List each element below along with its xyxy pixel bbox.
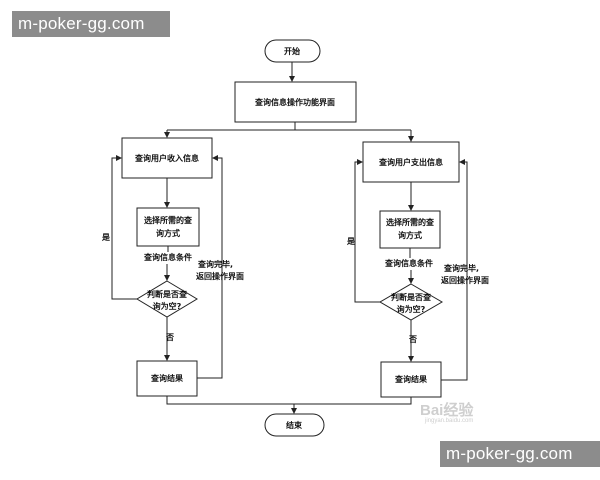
watermark-top: m-poker-gg.com (12, 11, 170, 37)
income-node: 查询用户收入信息 (121, 137, 213, 179)
judge-left-line2: 询为空? (153, 301, 182, 311)
back-left-line2: 返回操作界面 (196, 271, 244, 281)
edge-back-right (441, 159, 468, 381)
start-label: 开始 (284, 46, 300, 56)
start-node: 开始 (264, 39, 321, 63)
result-right-label: 查询结果 (395, 374, 427, 384)
result-left-node: 查询结果 (136, 360, 198, 397)
income-label: 查询用户收入信息 (135, 153, 199, 163)
expense-label: 查询用户支出信息 (379, 157, 443, 167)
menu-label: 查询信息操作功能界面 (255, 97, 335, 107)
no-right-label: 否 (408, 335, 417, 344)
edge-yes-loop-left (111, 155, 137, 300)
menu-node: 查询信息操作功能界面 (234, 81, 357, 123)
judge-right-node: 判断是否查 询为空? (379, 283, 443, 321)
judge-right-line1: 判断是否查 (391, 292, 432, 302)
edge-back-left (197, 155, 223, 379)
result-right-node: 查询结果 (380, 361, 442, 398)
back-right-line2: 返回操作界面 (441, 275, 489, 285)
result-left-label: 查询结果 (151, 373, 183, 383)
cond-right-label: 查询信息条件 (385, 258, 433, 268)
end-node: 结束 (264, 413, 325, 437)
expense-node: 查询用户支出信息 (362, 141, 460, 183)
back-left-line1: 查询完毕, (198, 259, 233, 269)
select-right-node: 选择所需的查 询方式 (379, 210, 441, 249)
edge-yes-loop-right (354, 159, 380, 303)
judge-right-line2: 询为空? (397, 304, 426, 314)
select-left-line2: 询方式 (156, 228, 180, 238)
select-left-line1: 选择所需的查 (144, 215, 193, 225)
back-right-line1: 查询完毕, (444, 263, 479, 273)
yes-right-label: 是 (346, 236, 355, 246)
baidu-url: jingyan.baidu.com (425, 418, 474, 424)
watermark-bottom: m-poker-gg.com (440, 441, 600, 467)
select-right-line1: 选择所需的查 (386, 217, 435, 227)
yes-left-label: 是 (101, 232, 110, 242)
judge-left-line1: 判断是否查 (147, 289, 188, 299)
cond-left-label: 查询信息条件 (144, 252, 192, 262)
edges (111, 62, 468, 414)
edge-merge (166, 396, 412, 405)
judge-left-node: 判断是否查 询为空? (136, 280, 198, 318)
no-left-label: 否 (165, 333, 174, 342)
end-label: 结束 (286, 420, 303, 430)
select-left-node: 选择所需的查 询方式 (136, 207, 200, 247)
baidu-logo: Bai经验 (420, 402, 474, 419)
select-right-line2: 询方式 (398, 230, 422, 240)
